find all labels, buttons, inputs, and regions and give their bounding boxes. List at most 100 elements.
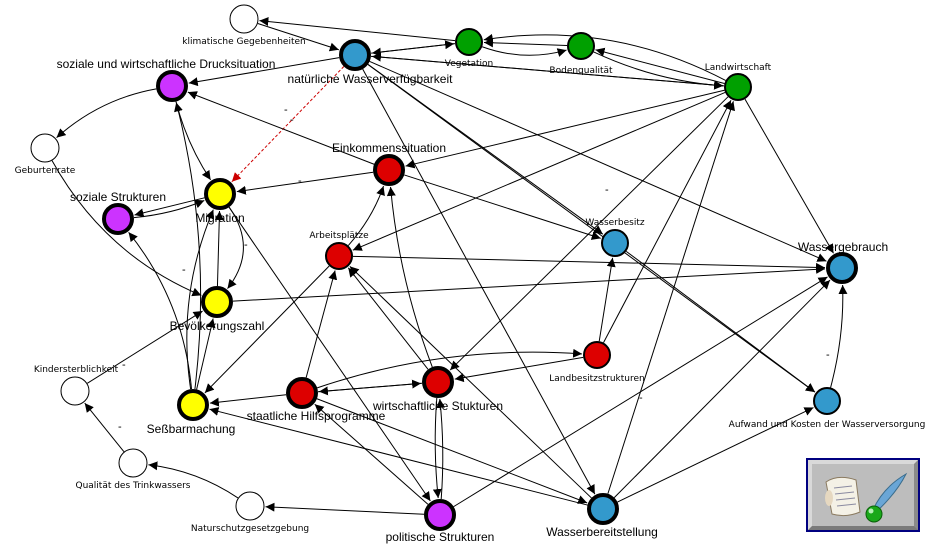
negative-polarity-sign: - [639, 392, 643, 404]
node-klima[interactable]: klimatische Gegebenheiten [182, 4, 306, 47]
edge-sozstrukt-to-migration [133, 199, 205, 219]
negative-polarity-sign: - [122, 359, 126, 371]
node-circle[interactable] [286, 377, 318, 409]
node-landwirt[interactable]: Landwirtschaft [705, 63, 772, 101]
node-circle[interactable] [567, 32, 595, 60]
node-sessbar[interactable]: Seßbarmachung [147, 389, 236, 436]
node-trinkwasser[interactable]: Qualität des Trinkwassers [75, 448, 191, 491]
node-label: Wasserbesitz [585, 218, 644, 228]
node-einkommen[interactable]: Einkommenssituation [332, 141, 446, 186]
node-label: Migration [195, 211, 244, 225]
edge-einkommen-to-druck [187, 91, 375, 165]
node-label: natürliche Wasserverfügbarkeit [288, 72, 454, 86]
node-kinder[interactable]: Kindersterblichkeit [34, 365, 119, 406]
edge-vegetation-to-boden [481, 46, 567, 57]
node-circle[interactable] [229, 4, 259, 34]
node-circle[interactable] [156, 70, 188, 102]
node-circle[interactable] [601, 229, 629, 257]
node-circle[interactable] [373, 154, 405, 186]
node-label: Landwirtschaft [705, 63, 772, 73]
node-label: wirtschaftliche Stukturen [372, 399, 503, 413]
edge-hilfsprog-to-wasserbereit [316, 398, 588, 504]
edge-landwirt-to-wassergebrauch [744, 98, 834, 254]
edge-einkommen-to-migration [236, 171, 374, 195]
node-wirtstrukt[interactable]: wirtschaftliche Stukturen [372, 366, 503, 413]
edge-klima-to-wasserverf [257, 22, 339, 52]
node-aufwand[interactable]: Aufwand und Kosten der Wasserversorgung [729, 387, 926, 430]
edge-sessbar-to-migration [186, 209, 214, 390]
node-circle[interactable] [177, 389, 209, 421]
node-circle[interactable] [826, 252, 858, 284]
edge-landbesitz-to-wirtstrukt [454, 356, 584, 383]
edge-druck-to-geburt [56, 88, 157, 139]
node-circle[interactable] [102, 203, 134, 235]
edge-trinkwasser-to-kinder [84, 402, 125, 453]
node-bevoelk[interactable]: Bevölkerungszahl [170, 286, 265, 333]
node-circle[interactable] [339, 39, 371, 71]
edge-arbeit-to-sessbar [204, 265, 330, 394]
negative-polarity-sign: - [244, 239, 248, 251]
edge-vegetation-to-klima [259, 17, 456, 42]
edge-landbesitz-to-wasserbesitz [598, 257, 616, 342]
negative-polarity-sign: - [605, 184, 609, 196]
edge-aufwand-to-wassergebrauch [830, 284, 848, 388]
edge-landwirt-to-wasserverf [371, 52, 725, 87]
edge-bevoelk-to-migration [214, 210, 224, 287]
edge-boden-to-vegetation [483, 38, 568, 48]
node-druck[interactable]: soziale und wirtschaftliche Drucksituati… [57, 57, 276, 102]
node-hilfsprog[interactable]: staatliche Hilfsprogramme [247, 377, 386, 423]
node-landbesitz[interactable]: Landbesitzstrukturen [549, 341, 645, 384]
node-circle[interactable] [235, 491, 265, 521]
node-circle[interactable] [201, 286, 233, 318]
edge-wasserbereit-to-landwirt [607, 101, 735, 494]
node-naturschutz[interactable]: Naturschutzgesetzgebung [191, 491, 309, 534]
edge-wasserbereit-to-aufwand [617, 407, 814, 503]
edge-politik-to-naturschutz [265, 502, 425, 515]
edge-vegetation-to-wasserverf [371, 43, 456, 57]
node-migration[interactable]: Migration [195, 178, 245, 225]
node-vegetation[interactable]: Vegetation [445, 28, 494, 69]
node-circle[interactable] [424, 499, 456, 531]
node-circle[interactable] [724, 73, 752, 101]
node-circle[interactable] [422, 366, 454, 398]
node-circle[interactable] [325, 242, 353, 270]
node-circle[interactable] [60, 376, 90, 406]
node-wasserverf[interactable]: natürliche Wasserverfügbarkeit [288, 39, 454, 86]
edge-hilfsprog-to-arbeit [305, 270, 338, 378]
edge-hilfsprog-to-sessbar [209, 394, 287, 407]
node-wasserbereit[interactable]: Wasserbereitstellung [546, 493, 658, 539]
node-circle[interactable] [587, 493, 619, 525]
edge-wasserbereit-to-arbeit [349, 266, 592, 499]
node-circle[interactable] [813, 387, 841, 415]
node-sozstrukt[interactable]: soziale Strukturen [70, 190, 166, 235]
node-geburt[interactable]: Geburtenrate [15, 133, 76, 176]
node-label: Bodenqualität [549, 66, 613, 76]
nodes-layer: klimatische Gegebenheiten natürliche Wass… [15, 4, 926, 544]
node-label: staatliche Hilfsprogramme [247, 409, 386, 423]
node-politik[interactable]: politische Strukturen [386, 499, 495, 544]
node-boden[interactable]: Bodenqualität [549, 32, 613, 76]
edge-sessbar-to-bevoelk [196, 318, 216, 390]
node-label: Landbesitzstrukturen [549, 374, 644, 384]
negative-polarity-sign: - [826, 349, 830, 361]
node-wasserbesitz[interactable]: Wasserbesitz [585, 218, 645, 257]
node-label: Wasserbereitstellung [546, 525, 658, 539]
node-circle[interactable] [204, 178, 236, 210]
edge-wirtstrukt-to-arbeit [347, 267, 429, 370]
node-wassergebrauch[interactable]: Wassergebrauch [798, 240, 888, 284]
node-arbeit[interactable]: Arbeitsplätze [309, 231, 369, 270]
node-label: Arbeitsplätze [309, 231, 369, 241]
node-circle[interactable] [455, 28, 483, 56]
edge-einkommen-to-wasserbesitz [404, 174, 601, 240]
node-label: Seßbarmachung [147, 422, 236, 436]
edge-wasserverf-to-wasserbereit [362, 68, 596, 495]
node-circle[interactable] [583, 341, 611, 369]
node-circle[interactable] [118, 448, 148, 478]
documentation-button[interactable] [806, 458, 920, 532]
node-label: Bevölkerungszahl [170, 319, 265, 333]
edge-landwirt-to-vegetation [483, 33, 726, 81]
negative-polarity-sign: - [118, 421, 122, 433]
node-circle[interactable] [30, 133, 60, 163]
node-label: Qualität des Trinkwassers [75, 481, 190, 491]
